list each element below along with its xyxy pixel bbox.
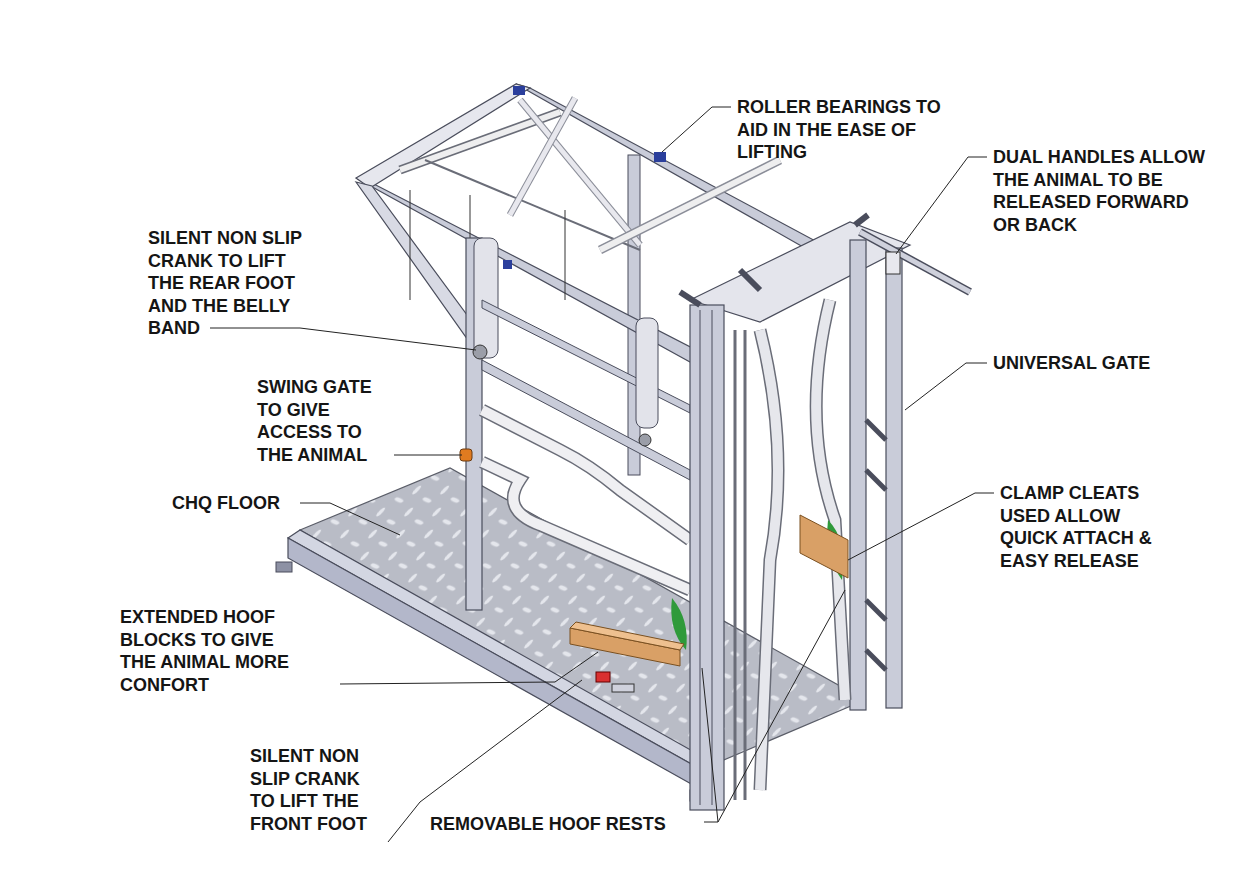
callout-label: ROLLER BEARINGS TO AID IN THE EASE OF LI… [737,96,959,164]
headgate-post [690,305,724,810]
crank-plate [474,238,498,358]
foot [276,562,292,572]
callout-label: SILENT NON SLIP CRANK TO LIFT THE FRONT … [250,745,378,835]
callout-label: SWING GATE TO GIVE ACCESS TO THE ANIMAL [257,376,389,466]
post [628,155,640,475]
hoof-block [800,515,848,578]
callout-label: CLAMP CLEATS USED ALLOW QUICK ATTACH & E… [1000,482,1170,572]
callout-label: EXTENDED HOOF BLOCKS TO GIVE THE ANIMAL … [120,606,304,696]
side-rail [482,300,690,413]
leader-lines [210,107,994,842]
callout-label: SILENT NON SLIP CRANK TO LIFT THE REAR F… [148,227,313,340]
headgate-post [850,240,866,710]
callout-label: DUAL HANDLES ALLOW THE ANIMAL TO BE RELE… [993,146,1213,236]
headgate-post [886,248,902,708]
callout-label: REMOVABLE HOOF RESTS [430,813,666,836]
callout-label: UNIVERSAL GATE [993,352,1150,375]
callout-label: CHQ FLOOR [172,492,280,515]
brace [356,182,484,340]
